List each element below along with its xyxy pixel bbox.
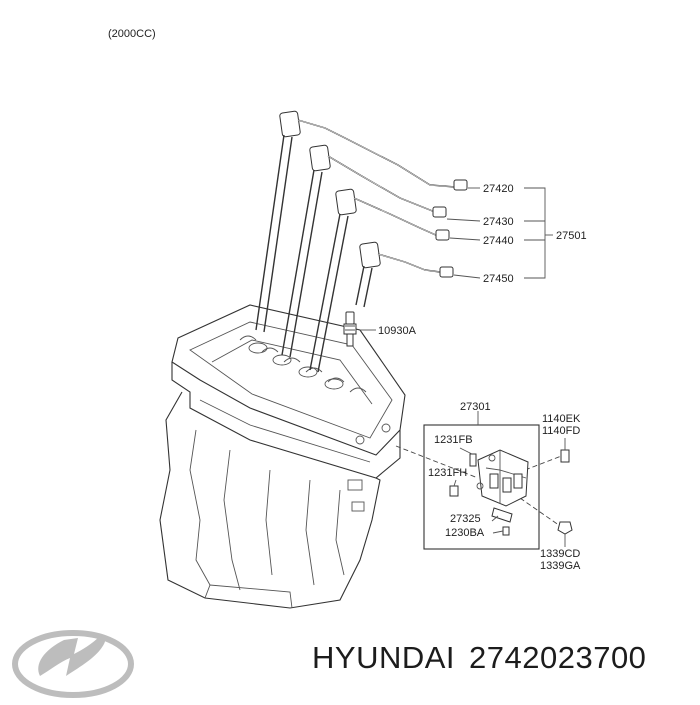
engine-spec-label: (2000CC) xyxy=(108,28,156,40)
callout-1230ba: 1230BA xyxy=(445,527,485,539)
ignition-coil-group xyxy=(395,411,573,550)
callout-10930a: 10930A xyxy=(378,325,417,337)
callout-27420: 27420 xyxy=(483,183,514,195)
callout-1140ek: 1140EK xyxy=(542,413,581,425)
callout-27325: 27325 xyxy=(450,513,481,525)
callout-27301: 27301 xyxy=(460,401,491,413)
spark-plug-wires xyxy=(255,110,553,373)
part-number: 2742023700 xyxy=(469,640,647,675)
callout-1339cd: 1339CD xyxy=(540,548,580,560)
hyundai-logo xyxy=(12,630,134,698)
coil-box xyxy=(423,424,540,550)
callout-27450: 27450 xyxy=(483,273,514,285)
callout-27440: 27440 xyxy=(483,235,514,247)
callout-27501: 27501 xyxy=(556,230,587,242)
brand-name: HYUNDAI xyxy=(312,640,456,675)
spark-plug-drawing xyxy=(343,311,376,347)
callout-27430: 27430 xyxy=(483,216,514,228)
callout-1231fh: 1231FH xyxy=(428,467,467,479)
callout-1140fd: 1140FD xyxy=(542,425,580,437)
callout-1231fb: 1231FB xyxy=(434,434,473,446)
callout-1339ga: 1339GA xyxy=(540,560,581,572)
engine-block-drawing xyxy=(159,304,406,609)
part-number-caption: HYUNDAI 2742023700 xyxy=(312,640,692,676)
